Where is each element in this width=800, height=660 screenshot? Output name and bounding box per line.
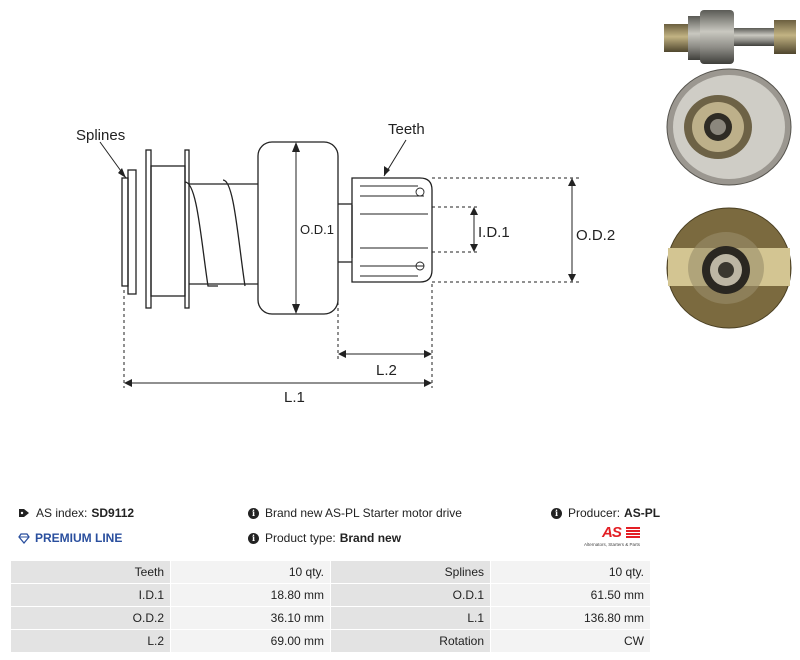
product-type: i Product type: Brand new	[248, 531, 401, 545]
spec-key: I.D.1	[10, 583, 171, 607]
premium-line: PREMIUM LINE	[18, 531, 122, 545]
spec-value: 18.80 mm	[170, 583, 331, 607]
spec-value: 69.00 mm	[170, 629, 331, 653]
product-photo-rear	[666, 207, 792, 329]
label-od2: O.D.2	[576, 227, 615, 244]
table-row: L.2 69.00 mm Rotation CW	[10, 629, 651, 653]
spec-key: O.D.1	[330, 583, 491, 607]
table-row: I.D.1 18.80 mm O.D.1 61.50 mm	[10, 583, 651, 607]
spec-value: 61.50 mm	[490, 583, 651, 607]
logo-mark: AS	[602, 524, 622, 541]
spec-key: Splines	[330, 560, 491, 584]
logo-tagline: Alternators, Starters & Parts	[584, 542, 641, 547]
collar	[127, 169, 137, 295]
spec-key: Teeth	[10, 560, 171, 584]
technical-drawing: Splines Teeth O.D.1 I.D.1 O.D.2 L.2 L.1	[76, 121, 615, 406]
info-icon: i	[248, 507, 259, 519]
table-row: O.D.2 36.10 mm L.1 136.80 mm	[10, 606, 651, 630]
producer-label: Producer:	[568, 506, 621, 520]
producer: i Producer: AS-PL	[551, 506, 660, 520]
as-index-label: AS index:	[36, 506, 88, 520]
product-photo-front	[666, 68, 792, 186]
producer-value: AS-PL	[624, 506, 661, 520]
spec-key: L.2	[10, 629, 171, 653]
product-info: AS index: SD9112 i Brand new AS-PL Start…	[0, 500, 800, 560]
product-type-value: Brand new	[339, 531, 402, 545]
tag-icon	[19, 509, 29, 517]
label-teeth: Teeth	[388, 121, 425, 138]
spec-key: Rotation	[330, 629, 491, 653]
spec-value: 10 qty.	[490, 560, 651, 584]
label-l2: L.2	[376, 362, 397, 379]
spec-key: O.D.2	[10, 606, 171, 630]
spec-value: CW	[490, 629, 651, 653]
logo-stripes	[626, 527, 640, 539]
description-text: Brand new AS-PL Starter motor drive	[265, 506, 462, 520]
spec-value: 136.80 mm	[490, 606, 651, 630]
description: i Brand new AS-PL Starter motor drive	[248, 506, 462, 520]
info-icon: i	[248, 532, 259, 544]
spring-coil	[184, 181, 218, 287]
shaft-end	[121, 177, 129, 287]
label-id1: I.D.1	[478, 224, 510, 241]
label-od1: O.D.1	[300, 222, 334, 237]
flange-plate	[145, 149, 152, 309]
spring-coil	[222, 179, 246, 287]
clutch-housing	[150, 165, 186, 297]
pinion-gear	[351, 177, 433, 283]
spec-value: 10 qty.	[170, 560, 331, 584]
product-type-label: Product type:	[265, 531, 336, 545]
as-logo: AS Alternators, Starters & Parts	[584, 524, 650, 552]
as-index-value: SD9112	[91, 506, 135, 520]
spec-key: L.1	[330, 606, 491, 630]
main-body	[257, 141, 339, 315]
info-icon: i	[551, 507, 562, 519]
diamond-icon	[18, 532, 30, 544]
rear-ring	[184, 149, 190, 309]
product-photo-side	[664, 10, 796, 64]
table-row: Teeth 10 qty. Splines 10 qty.	[10, 560, 651, 584]
specs-table: Teeth 10 qty. Splines 10 qty. I.D.1 18.8…	[10, 560, 651, 653]
label-splines: Splines	[76, 127, 125, 144]
as-index: AS index: SD9112	[18, 506, 134, 520]
label-l1: L.1	[284, 389, 305, 406]
premium-line-text: PREMIUM LINE	[35, 531, 123, 545]
spec-value: 36.10 mm	[170, 606, 331, 630]
